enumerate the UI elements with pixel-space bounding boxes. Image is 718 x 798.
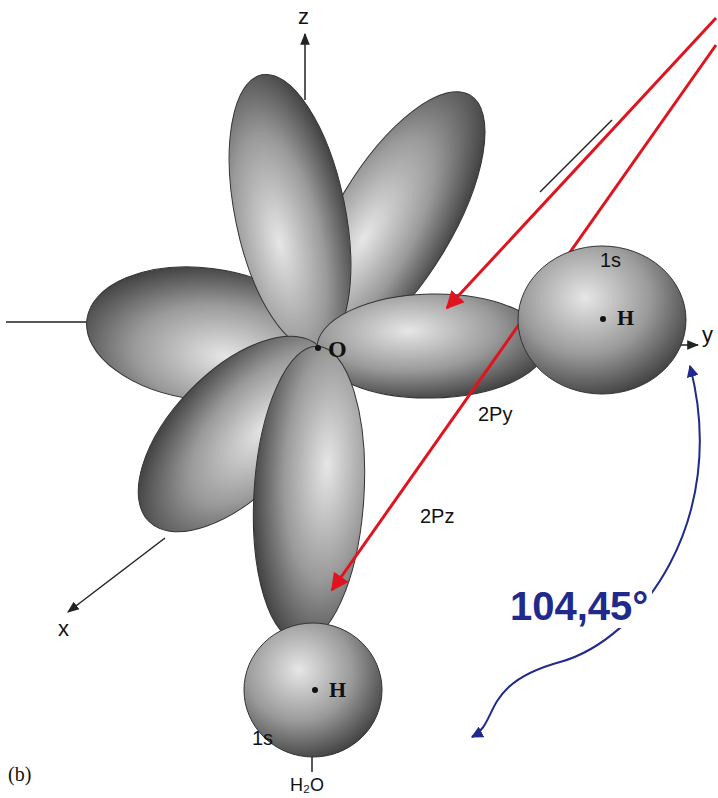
orbital-label: 1s [252, 727, 273, 749]
x-axis [68, 538, 165, 612]
s-orbital [244, 623, 382, 757]
s-orbital [518, 246, 686, 394]
angle-value: 104,45° [506, 584, 652, 628]
z-axis [304, 34, 306, 100]
axis-label: z [298, 4, 309, 29]
orbital-label: 1s [600, 249, 621, 271]
hydrogen-nucleus [312, 687, 318, 693]
axis-label: x [58, 616, 69, 641]
molecule-label: H₂O [290, 775, 324, 795]
y-axis-back [6, 321, 92, 323]
axis-label: y [702, 322, 713, 347]
angle-arc [472, 366, 700, 737]
z-axis-bottom [311, 756, 313, 772]
oxygen-nucleus [315, 345, 321, 351]
pz-lobe [245, 343, 373, 645]
orbital-label: 2Py [478, 403, 512, 425]
atom-symbol: H [329, 679, 346, 701]
pointer-arrow [332, 45, 716, 590]
x-axis-back [540, 120, 612, 192]
hydrogen-nucleus [600, 316, 606, 322]
panel-label: (b) [8, 763, 31, 785]
atom-symbol: H [617, 307, 634, 329]
y-axis [680, 344, 698, 346]
orbital-label: 2Pz [420, 505, 454, 527]
atom-symbol: O [328, 336, 347, 362]
